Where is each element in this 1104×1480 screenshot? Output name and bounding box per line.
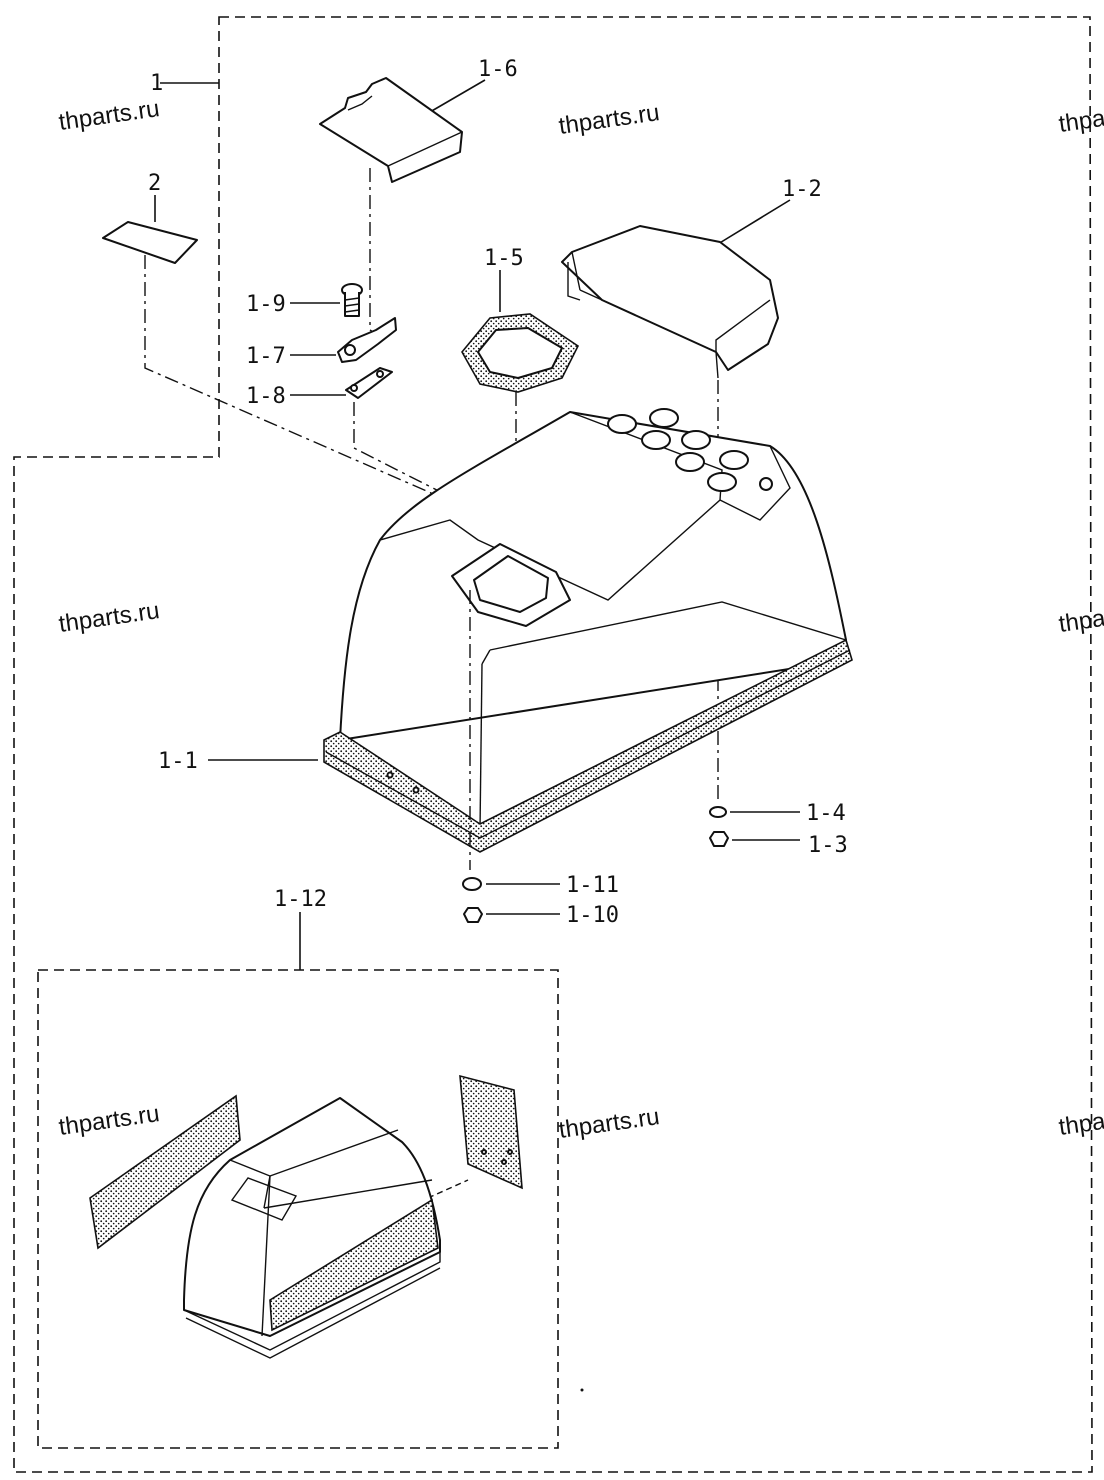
watermark-text: thparts.ru (57, 597, 161, 638)
part-1-7-latch[interactable]: 1-7 (246, 317, 397, 369)
callout-label: 1-4 (806, 801, 846, 826)
watermark-text: thparts.ru (557, 99, 661, 140)
spark-plug-caps (607, 408, 773, 492)
callout-label: 1-6 (478, 57, 518, 82)
callout-1-12[interactable]: 1-12 (274, 887, 327, 970)
print-speck (580, 1388, 584, 1392)
callout-1[interactable]: 1 (150, 71, 219, 96)
callout-label: 1-12 (274, 887, 327, 912)
part-1-6-lid[interactable]: 1-6 (319, 57, 518, 339)
callout-label: 1-5 (484, 246, 524, 271)
callout-label: 1-11 (566, 873, 619, 898)
assembly-1-boundary (13, 16, 1093, 1473)
watermark-text: thparts.ru (557, 1103, 661, 1144)
part-1-1-cowl[interactable]: 1-1 (158, 408, 853, 853)
callout-label: 1-10 (566, 903, 619, 928)
watermark-text: thparts.ru (57, 95, 161, 136)
callout-label: 1-7 (246, 344, 286, 369)
part-1-12-decal-set[interactable] (89, 1074, 523, 1359)
part-1-4-washer[interactable]: 1-4 (709, 801, 846, 826)
part-1-3-nut[interactable]: 1-3 (709, 831, 848, 858)
watermark-text: thparts.ru (1057, 597, 1104, 638)
part-1-9-bolt[interactable]: 1-9 (246, 283, 363, 317)
assembly-1-12-boundary (37, 969, 559, 1449)
part-1-10-nut[interactable]: 1-10 (463, 903, 619, 928)
callout-label: 1-9 (246, 292, 286, 317)
callout-label: 1 (150, 71, 163, 96)
callout-label: 1-8 (246, 384, 286, 409)
watermark-text: thparts.ru (1057, 97, 1104, 138)
callout-label: 1-2 (782, 177, 822, 202)
callout-label: 1-1 (158, 749, 198, 774)
part-1-5-grommet[interactable]: 1-5 (461, 246, 580, 560)
part-1-11-washer[interactable]: 1-11 (462, 873, 619, 898)
callout-label: 1-3 (808, 833, 848, 858)
watermark-text: thparts.ru (57, 1100, 161, 1141)
callout-label: 2 (148, 171, 161, 196)
watermark-text: thparts.ru (1057, 1100, 1104, 1141)
